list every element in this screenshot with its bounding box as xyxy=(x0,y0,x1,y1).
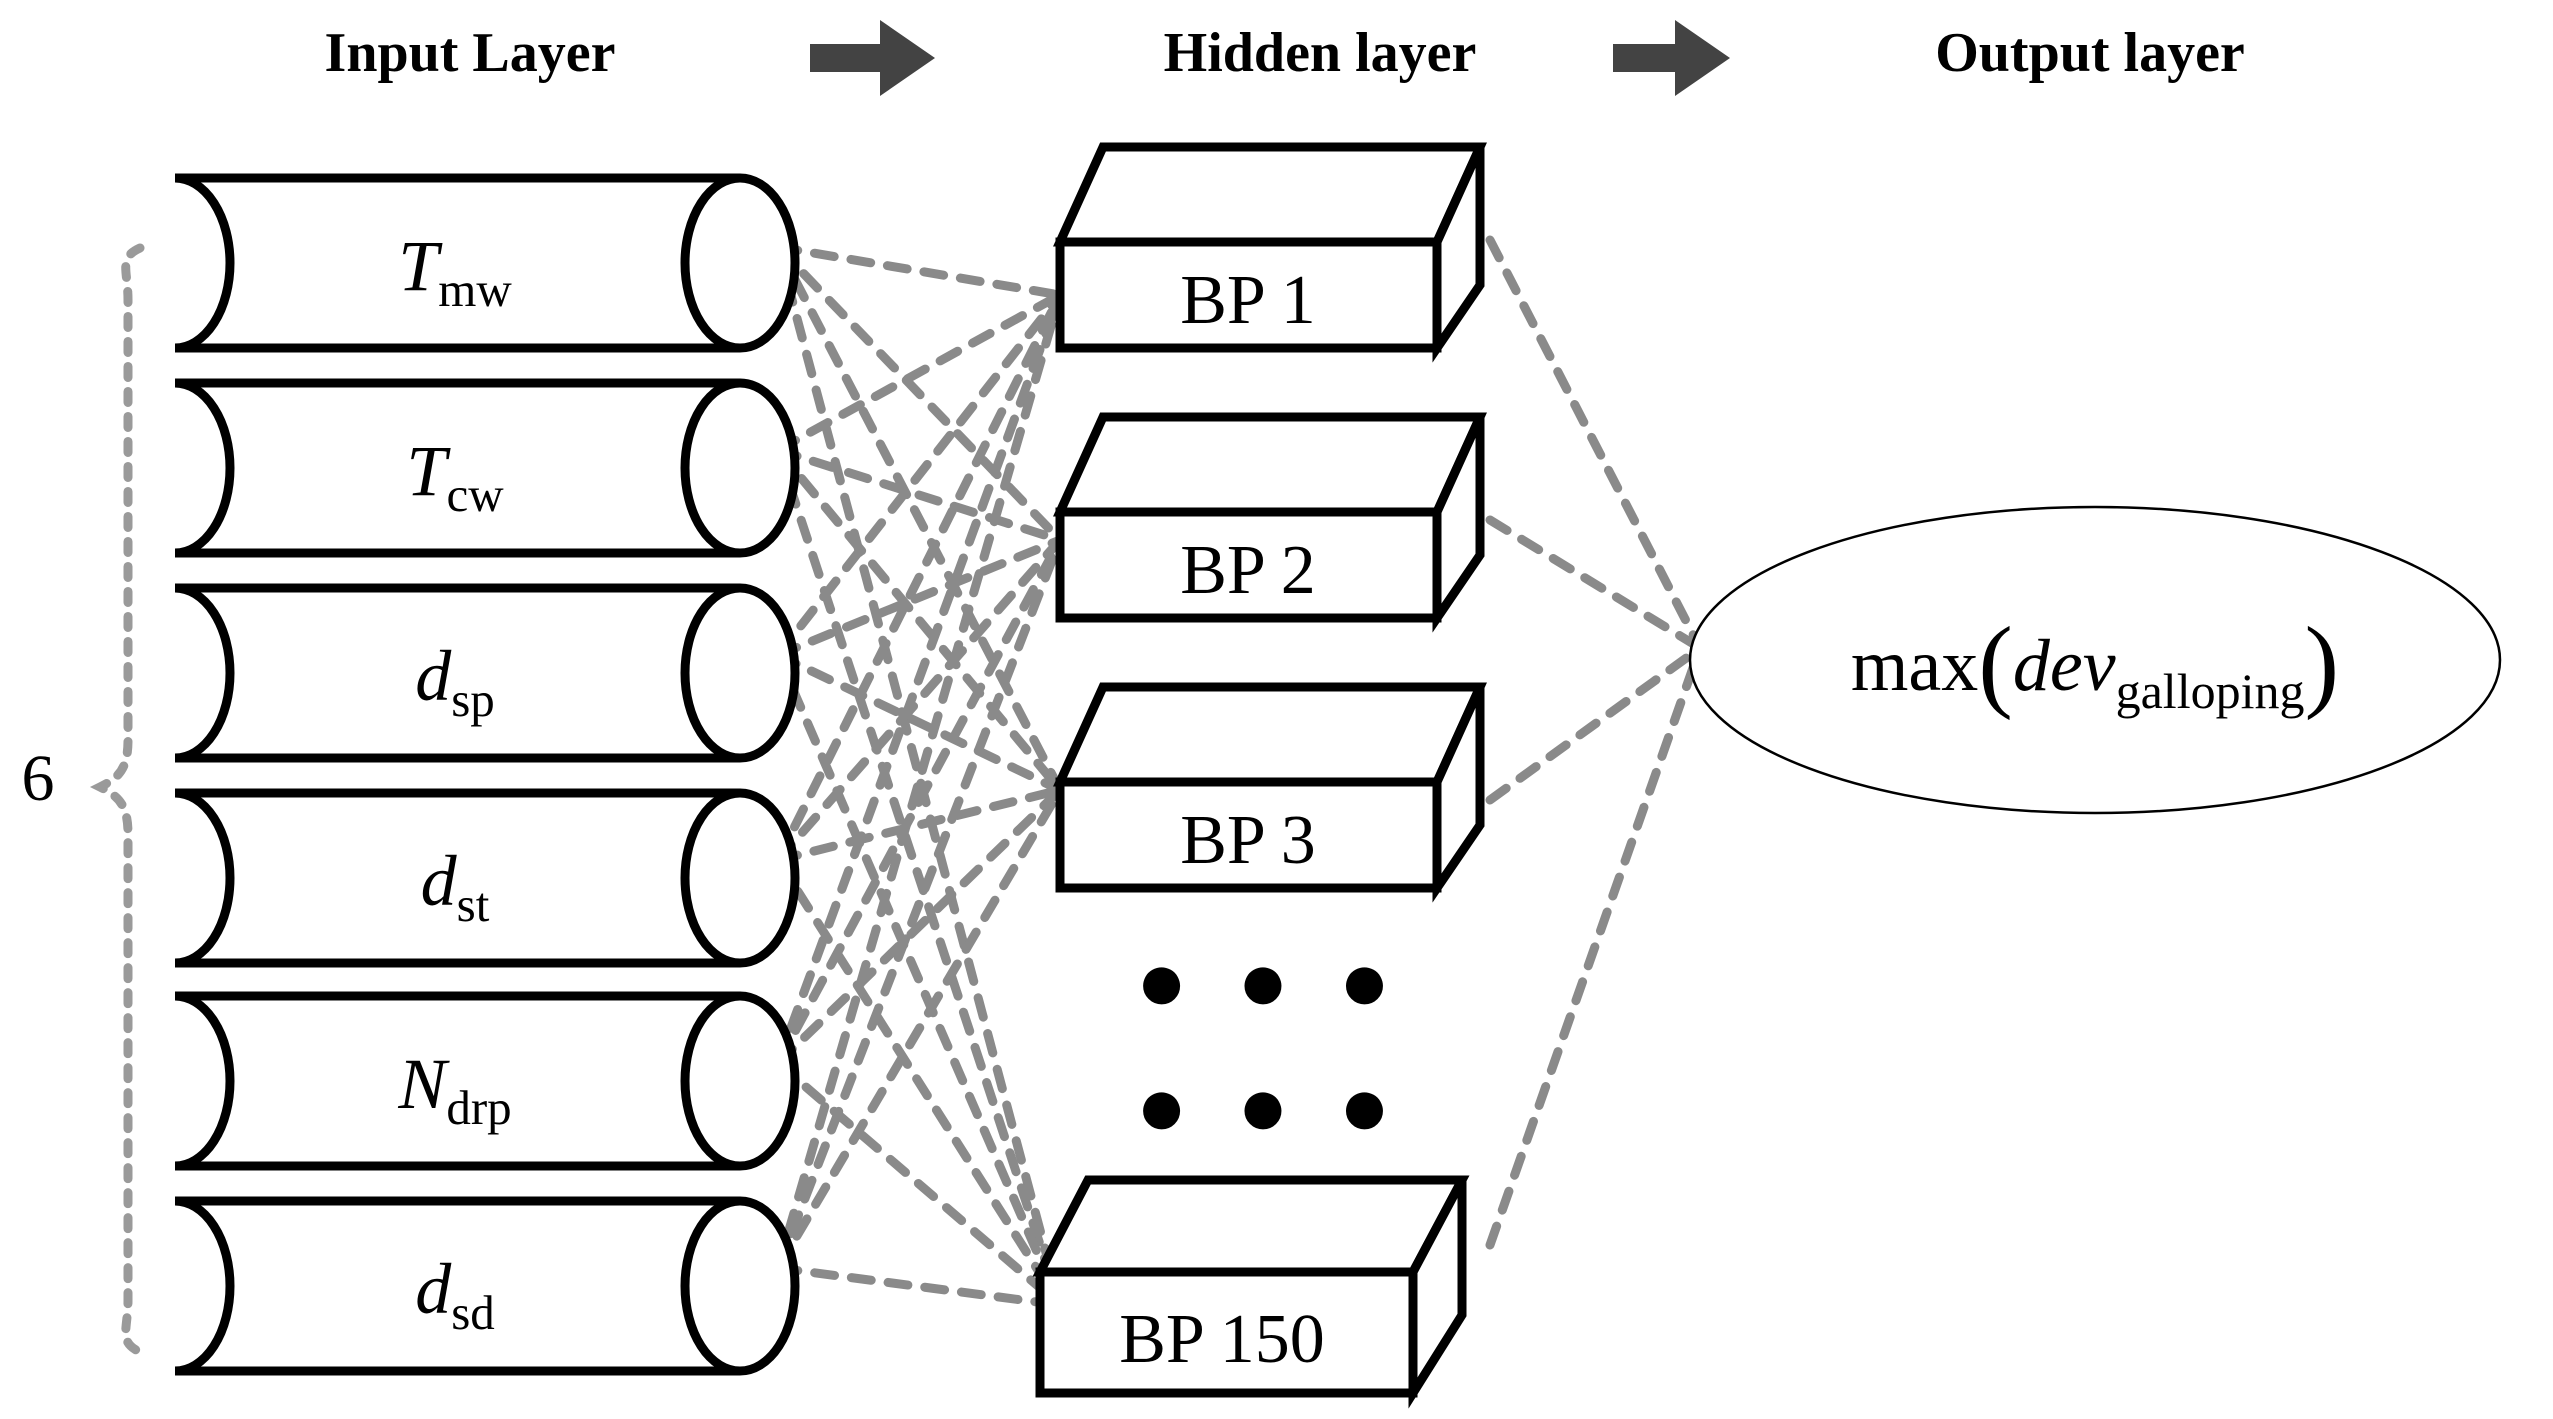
header-hidden-layer: Hidden layer xyxy=(1164,22,1477,84)
hidden-node-1[interactable]: BP 1 xyxy=(1053,142,1487,363)
output-formula: max(devgalloping) xyxy=(1851,606,2339,721)
hidden-node-150-label: BP 150 xyxy=(1119,1301,1325,1378)
input-node-2-symbol: T xyxy=(406,431,451,511)
input-node-5[interactable]: Ndrp xyxy=(174,991,800,1171)
input-node-4-label: dst xyxy=(421,841,490,932)
input-node-2-label: Tcw xyxy=(406,431,504,522)
input-node-4-symbol: d xyxy=(421,841,458,921)
output-formula-close-paren: ) xyxy=(2304,606,2339,721)
input-node-1[interactable]: Tmw xyxy=(174,173,800,353)
input-node-1-subscript: mw xyxy=(438,262,512,317)
input-node-3-label: dsp xyxy=(415,636,495,727)
hidden-layer-ellipsis-1: ● ● ● xyxy=(1136,933,1405,1029)
input-node-5-label: Ndrp xyxy=(397,1044,511,1135)
output-formula-open-paren: ( xyxy=(1978,606,2013,721)
input-node-6-subscript: sd xyxy=(451,1285,495,1340)
input-node-2-subscript: cw xyxy=(446,467,504,522)
output-node[interactable]: max(devgalloping) xyxy=(1688,505,2502,815)
input-node-6-symbol: d xyxy=(415,1249,452,1329)
input-node-4-subscript: st xyxy=(457,877,490,932)
hidden-node-1-label: BP 1 xyxy=(1180,262,1316,339)
connections-input-to-hidden xyxy=(773,242,1065,1310)
input-node-6[interactable]: dsd xyxy=(174,1196,800,1376)
input-node-6-label: dsd xyxy=(415,1249,495,1340)
hidden-node-3-label: BP 3 xyxy=(1180,802,1316,879)
header-output-layer: Output layer xyxy=(1935,22,2245,84)
input-node-3[interactable]: dsp xyxy=(174,583,800,763)
header-input-layer: Input Layer xyxy=(325,22,616,84)
input-count-label: 6 xyxy=(22,742,55,815)
input-node-2[interactable]: Tcw xyxy=(174,378,800,558)
input-group-brace xyxy=(89,243,145,1357)
output-formula-sub: galloping xyxy=(2116,663,2305,719)
input-node-3-symbol: d xyxy=(415,636,452,716)
right-arrow-icon-hidden-to-output xyxy=(1613,20,1730,96)
right-arrow-icon-input-to-hidden xyxy=(810,20,935,96)
hidden-node-2-label: BP 2 xyxy=(1180,532,1316,609)
input-node-4[interactable]: dst xyxy=(174,788,800,968)
hidden-node-2[interactable]: BP 2 xyxy=(1053,412,1487,633)
input-node-1-symbol: T xyxy=(398,226,443,306)
hidden-node-3[interactable]: BP 3 xyxy=(1053,682,1487,903)
output-formula-var: dev xyxy=(2013,625,2116,707)
output-formula-fn: max xyxy=(1851,625,1978,707)
hidden-node-150[interactable]: BP 150 xyxy=(1032,1175,1470,1409)
hidden-layer-ellipsis-2: ● ● ● xyxy=(1136,1058,1405,1154)
connections-hidden-to-output xyxy=(1485,235,1705,1250)
input-node-1-label: Tmw xyxy=(398,226,512,317)
input-node-5-subscript: drp xyxy=(446,1080,511,1135)
input-node-5-symbol: N xyxy=(397,1044,450,1124)
input-node-3-subscript: sp xyxy=(451,672,495,727)
